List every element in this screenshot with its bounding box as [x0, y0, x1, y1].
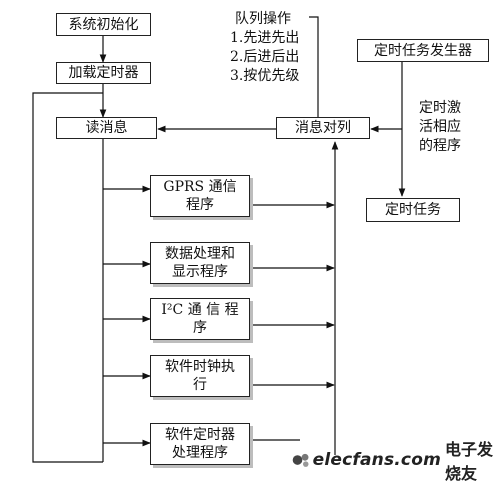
activate-note-3: 的程序 — [419, 138, 461, 154]
activate-note: 定时激 活相应 的程序 — [419, 99, 461, 156]
watermark-brand: elecfans.com — [312, 450, 442, 470]
soft-timer-label-1: 软件定时器 — [165, 427, 235, 443]
timer-task-box: 定时任务 — [366, 198, 460, 222]
data-proc-label-2: 显示程序 — [172, 264, 228, 280]
sys-init-box: 系统初始化 — [56, 13, 151, 36]
msg-queue-box: 消息对列 — [276, 117, 370, 139]
gprs-label-2: 程序 — [186, 197, 214, 213]
watermark: elecfans.com 电子发烧友 — [292, 440, 500, 483]
activate-note-2: 活相应 — [419, 119, 461, 135]
timer-task-gen-label: 定时任务发生器 — [374, 42, 472, 59]
queue-op-2: 2.后进后出 — [230, 49, 300, 65]
queue-ops-bracket — [309, 16, 319, 117]
i2c-label-1: I²C 通 信 程 — [161, 302, 239, 318]
elecfans-logo-icon — [292, 453, 309, 467]
soft-clock-label-2: 行 — [193, 377, 207, 393]
activate-note-1: 定时激 — [419, 100, 461, 116]
soft-timer-label-2: 处理程序 — [172, 445, 228, 461]
msg-queue-label: 消息对列 — [295, 120, 351, 136]
load-timer-label: 加载定时器 — [68, 65, 139, 81]
data-proc-box: 数据处理和 显示程序 — [150, 242, 250, 284]
read-msg-box: 读消息 — [56, 117, 157, 139]
queue-op-1: 1.先进先出 — [230, 30, 300, 46]
outer-loop-line — [32, 92, 103, 463]
watermark-cn: 电子发烧友 — [445, 440, 494, 483]
gprs-box: GPRS 通信 程序 — [150, 175, 250, 217]
queue-ops-title: 队列操作 — [235, 11, 291, 27]
read-msg-label: 读消息 — [85, 120, 128, 136]
data-proc-label-1: 数据处理和 — [165, 246, 235, 262]
load-timer-box: 加载定时器 — [56, 62, 151, 84]
sys-init-label: 系统初始化 — [68, 16, 139, 33]
i2c-box: I²C 通 信 程 序 — [150, 298, 250, 340]
timer-task-label: 定时任务 — [385, 202, 441, 218]
timer-task-gen-box: 定时任务发生器 — [357, 39, 489, 62]
queue-op-3: 3.按优先级 — [230, 68, 300, 84]
queue-ops-text: 队列操作 1.先进先出 2.后进后出 3.按优先级 — [230, 10, 299, 86]
soft-timer-box: 软件定时器 处理程序 — [150, 423, 250, 465]
soft-clock-label-1: 软件时钟执 — [165, 359, 235, 375]
soft-clock-box: 软件时钟执 行 — [150, 355, 250, 397]
i2c-label-2: 序 — [193, 320, 207, 336]
gprs-label-1: GPRS 通信 — [163, 179, 237, 195]
